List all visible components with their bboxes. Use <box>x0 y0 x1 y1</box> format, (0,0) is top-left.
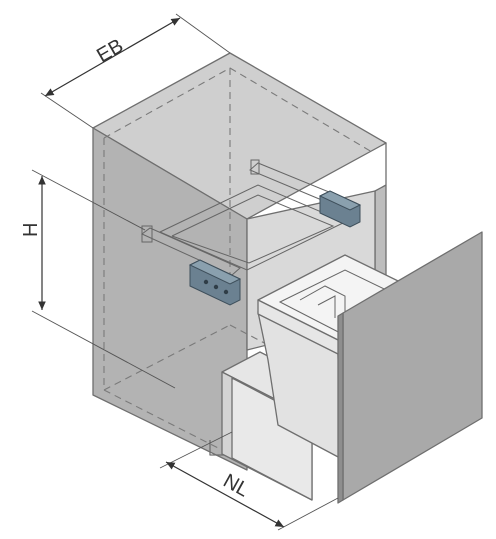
runner-block-front-top <box>188 259 242 285</box>
runner-block-screw-2 <box>213 284 219 290</box>
drawer-frame <box>141 159 362 306</box>
front-panel-edge <box>337 312 344 504</box>
runner-block-screw-3 <box>223 289 229 295</box>
dimension-h: H <box>20 169 176 389</box>
runner-block-rear-top <box>318 190 362 211</box>
nl-label: NL <box>220 470 253 502</box>
runner-block-screw-1 <box>203 279 209 285</box>
eb-label: EB <box>93 35 127 67</box>
pull-out-unit: hailo <box>221 231 483 504</box>
h-extension-bottom <box>31 310 176 389</box>
rear-bracket-right <box>250 159 260 175</box>
eb-extension-left <box>40 92 94 129</box>
frame-tray-inner <box>171 194 335 264</box>
bin-inner-bracket-2 <box>317 295 336 318</box>
eb-extension-right <box>175 13 231 54</box>
front-bracket-left <box>141 225 153 243</box>
bin-inner-bracket <box>299 285 346 320</box>
nl-dimension-line <box>165 461 285 528</box>
hidden-edge-floor <box>229 324 271 347</box>
nl-extension-right <box>277 497 339 531</box>
eb-dimension-line <box>44 17 181 97</box>
h-label: H <box>20 223 42 237</box>
h-extension-top <box>31 169 146 231</box>
